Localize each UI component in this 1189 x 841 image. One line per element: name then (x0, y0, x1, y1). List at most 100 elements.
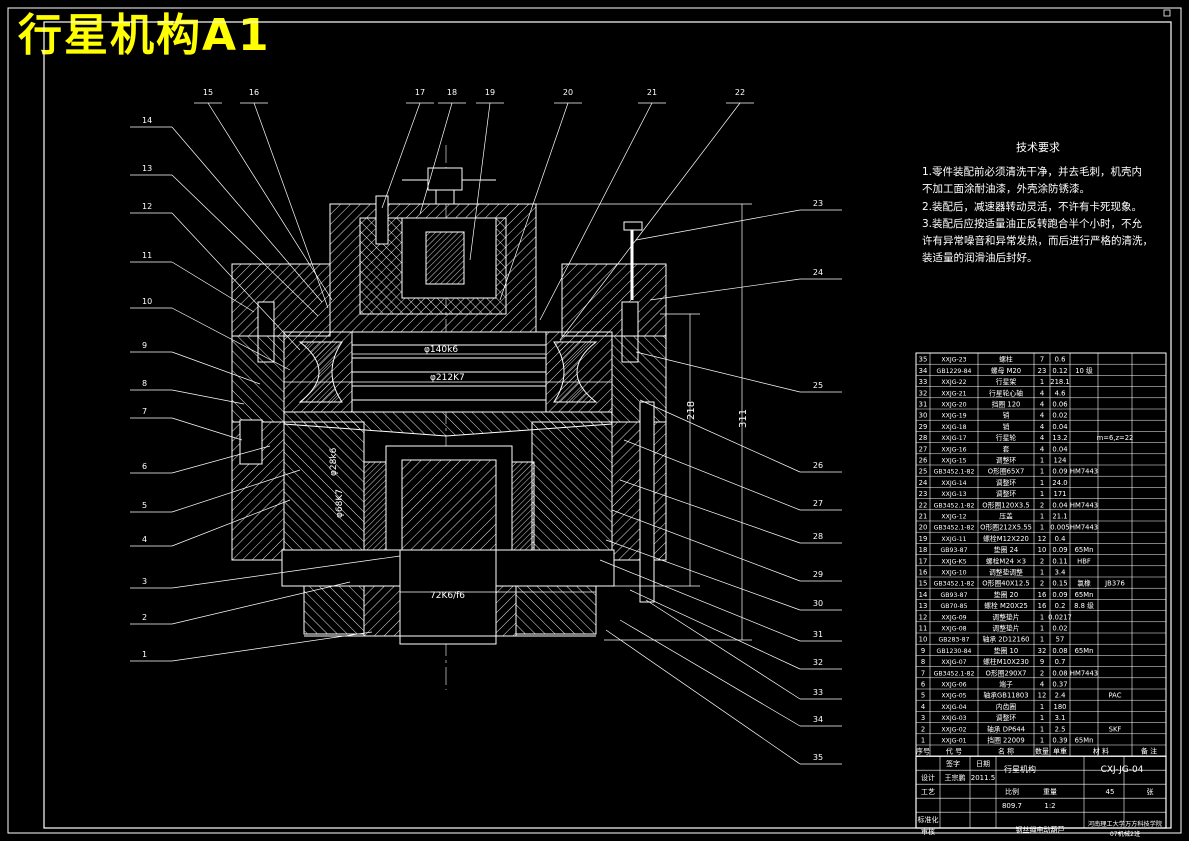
bom-cell: 18 (919, 546, 928, 554)
bom-cell: HM7443 (1070, 669, 1098, 677)
dim-h1: 218 (686, 401, 697, 420)
bom-cell: 销 (1003, 422, 1010, 431)
bom-cell: 内齿圈 (996, 702, 1017, 711)
bom-cell: 螺母 M20 (991, 366, 1021, 375)
bom-cell: 19 (919, 535, 928, 543)
leader-line (623, 439, 801, 511)
bom-cell: 180 (1054, 703, 1067, 711)
bom-cell: GB93-87 (940, 592, 967, 599)
requirement-line: 装适量的润滑油后封好。 (922, 252, 1038, 265)
leader-line (171, 555, 401, 589)
bom-cell: 21.1 (1052, 513, 1067, 521)
leader-line (605, 629, 801, 765)
tb-code: CXJ-JG-04 (1101, 765, 1144, 775)
bom-cell: O形圈120X3.5 (982, 501, 1029, 509)
bom-cell: 调整垫片 (992, 624, 1019, 633)
callout-label: 22 (735, 88, 745, 97)
needle-bearing-right (511, 461, 535, 551)
bom-cell: 0.04 (1052, 445, 1067, 453)
corner-mark (1163, 9, 1171, 17)
leader-line (629, 589, 801, 670)
bom-cell: 32 (1038, 647, 1047, 655)
leader-line (171, 631, 373, 662)
leader-line (171, 351, 261, 385)
bearing-left (298, 341, 343, 403)
bom-cell: 22 (919, 501, 928, 509)
bom-cell: 65Mn (1075, 546, 1094, 554)
bom-cell: XXJG-01 (941, 738, 966, 745)
bom-cell: XXJG-20 (941, 402, 966, 409)
leader-line (619, 619, 801, 727)
bom-cell: XXJG-10 (941, 570, 966, 577)
bom-cell: XXJG-09 (941, 614, 966, 621)
bom-cell: O形圈65X7 (988, 468, 1025, 476)
bom-cell: XXJG-13 (941, 491, 966, 498)
bom-cell: 螺柱 (999, 355, 1013, 364)
bom-cell: 1 (1040, 714, 1044, 722)
bom-cell: O形圈212X5.55 (980, 524, 1032, 532)
leader-line (419, 102, 453, 215)
bom-cell: 0.4 (1055, 535, 1066, 543)
bom-cell: 14 (919, 591, 928, 599)
bom-cell: 65Mn (1075, 647, 1094, 655)
tb-sheet-label: 张 (1147, 787, 1154, 796)
leader-line (171, 417, 243, 441)
top-bolt (375, 195, 389, 245)
bom-cell: 螺柱M10X230 (983, 657, 1029, 666)
tb-date-label: 日期 (976, 760, 990, 768)
bom-cell: GB93-87 (940, 547, 967, 554)
bom-cell: 28 (919, 434, 928, 442)
callout-label: 7 (142, 407, 147, 416)
bom-cell: 8.8 级 (1074, 601, 1094, 610)
bom-cell: 行星轮 (996, 433, 1017, 442)
bom-cell: 2 (1040, 669, 1044, 677)
drawing-title: 行星机构A1 (18, 10, 271, 61)
bom-cell: GB3452.1-82 (934, 525, 975, 532)
leader-line (645, 599, 801, 700)
bom-cell: GB70-85 (940, 603, 967, 610)
tb-scale-label: 比例 (1005, 787, 1019, 796)
planet-right (531, 421, 613, 551)
bom-cell: m=6,z=22 (1097, 434, 1134, 442)
requirements-heading: 技术要求 (1016, 141, 1060, 154)
bom-cell: 26 (919, 457, 928, 465)
bom-cell: HM7443 (1070, 468, 1098, 476)
bom-cell: 1 (1040, 524, 1044, 532)
bom-cell: 1 (1040, 569, 1044, 577)
bom-cell: 垫圈 24 (994, 545, 1018, 554)
bom-cell: 1 (1040, 636, 1044, 644)
housing-right-mid (611, 335, 667, 423)
bom-cell: 12 (1038, 535, 1047, 543)
bom-cell: 0.09 (1052, 468, 1067, 476)
bom-cell: GB3452.1-82 (934, 670, 975, 677)
title-block-frame (915, 755, 1167, 829)
bom-cell: 轴承 2D12160 (983, 635, 1030, 644)
bom-cell: 0.09 (1052, 591, 1067, 599)
inner-border (43, 21, 1172, 829)
bom-cell: GB1230-84 (937, 648, 972, 655)
bom-cell: 10 (919, 636, 928, 644)
bom-cell: XXJG-22 (941, 379, 966, 386)
bom-header-cell: 序号 (916, 747, 930, 756)
bom-cell: 16 (1038, 602, 1047, 610)
bom-cell: 1 (1040, 457, 1044, 465)
bom-header-cell: 数量 (1035, 747, 1049, 756)
bom-cell: 调整环 (996, 478, 1017, 487)
requirement-line: 1.零件装配前必须清洗干净，并去毛刺，机壳内 (922, 166, 1143, 179)
